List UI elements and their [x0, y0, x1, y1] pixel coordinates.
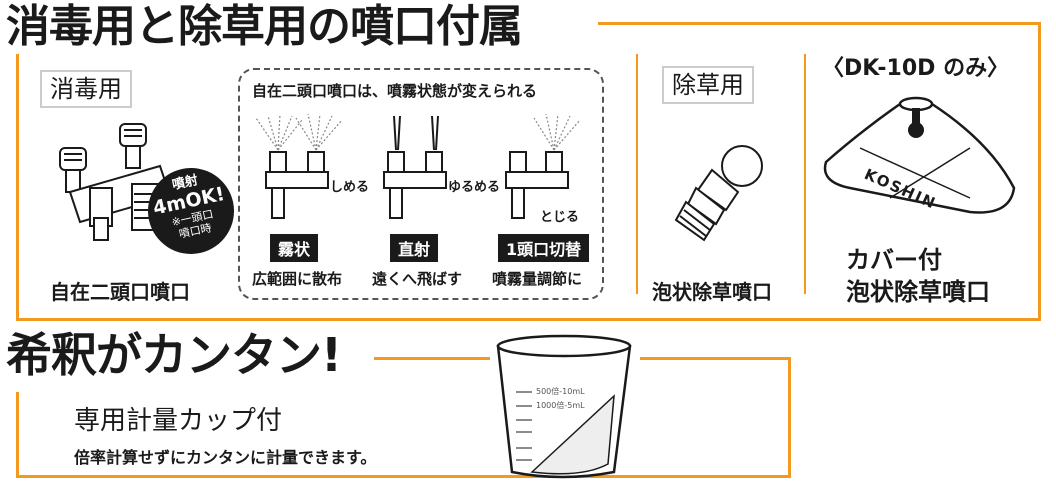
separator-2	[804, 54, 806, 294]
mode-action-tighten: しめる	[330, 180, 370, 195]
mode-badge-direct: 直射	[390, 234, 439, 262]
dilution-frame-top-b	[640, 357, 790, 360]
frame-left-line	[16, 54, 19, 320]
tag-disinfect: 消毒用	[40, 70, 132, 108]
tag-weed: 除草用	[662, 66, 754, 104]
section-title-dilution: 希釈がカンタン!	[6, 328, 342, 382]
cup-mark-2: 1000倍-5mL	[536, 401, 585, 410]
mode-badge-single: 1頭口切替	[498, 234, 590, 262]
dilution-frame-left	[16, 392, 19, 478]
mode-caption-mist: 広範囲に散布	[252, 270, 343, 288]
mode-action-close: とじる	[540, 210, 580, 225]
label-twin-nozzle: 自在二頭口噴口	[50, 280, 190, 304]
foam-nozzle-illustration	[674, 145, 763, 242]
mode-caption-direct: 遠くへ飛ばす	[372, 270, 463, 288]
section-title-nozzles: 消毒用と除草用の噴口付属	[6, 1, 523, 52]
direct-mode-illustration	[383, 115, 447, 219]
measuring-cup-illustration	[496, 334, 632, 479]
spray-mode-panel	[238, 68, 604, 300]
separator-1	[636, 54, 638, 294]
mode-badge-mist: 霧状	[270, 234, 319, 262]
dilution-frame-top-a	[374, 357, 490, 360]
spray-mode-title: 自在二頭口噴口は、噴霧状態が変えられる	[252, 82, 538, 100]
dk10d-header: 〈DK-10D のみ〉	[822, 56, 1010, 81]
single-head-mode-illustration	[505, 113, 581, 219]
label-cover-line2: 泡状除草噴口	[846, 278, 990, 306]
dilution-description: 倍率計算せずにカンタンに計量できます。	[74, 448, 377, 467]
frame-bottom-line	[16, 318, 1041, 321]
dilution-subtitle: 専用計量カップ付	[74, 406, 283, 436]
frame-top-line	[598, 22, 1040, 25]
label-cover-line1: カバー付	[846, 246, 942, 274]
mode-action-loosen: ゆるめる	[448, 180, 501, 195]
cup-mark-1: 500倍-10mL	[536, 387, 585, 396]
dilution-frame-bottom	[16, 475, 791, 478]
label-foam-nozzle: 泡状除草噴口	[652, 280, 772, 304]
frame-right-line	[1038, 22, 1041, 320]
cover-nozzle-illustration	[823, 96, 1016, 214]
dilution-frame-right	[788, 357, 791, 477]
mist-mode-illustration	[255, 113, 343, 219]
mode-caption-single: 噴霧量調節に	[492, 270, 583, 288]
